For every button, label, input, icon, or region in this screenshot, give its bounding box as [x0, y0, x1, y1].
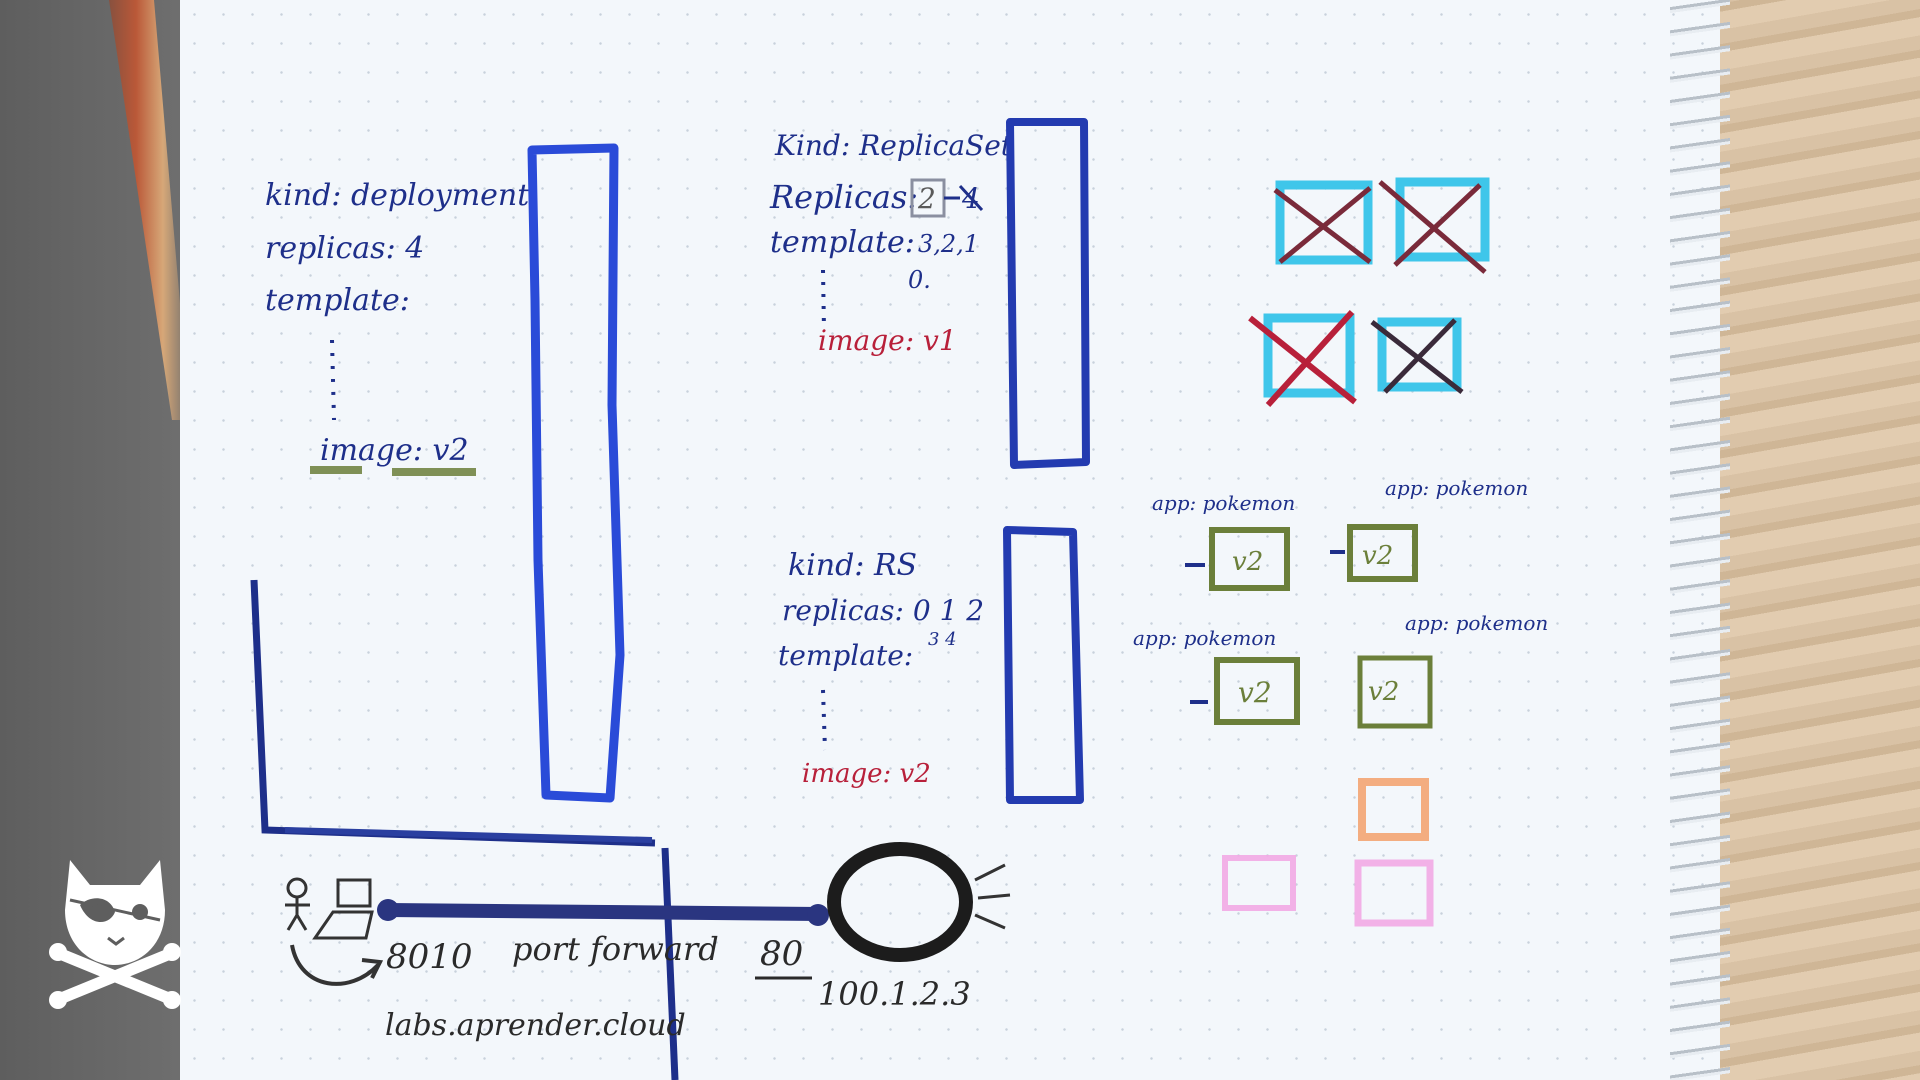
pod-cross — [1273, 186, 1372, 264]
cluster-bracket — [250, 579, 656, 847]
cluster-bracket-inner — [284, 827, 653, 843]
terminated-pod — [1377, 317, 1462, 392]
port-forward-line — [387, 903, 821, 921]
pod-version: v2 — [1368, 677, 1399, 707]
pod-label: app: pokemon — [1152, 491, 1295, 515]
deployment-image: image: v2 — [320, 433, 469, 468]
port-forward-end — [807, 904, 829, 926]
pod-pending-pink — [1222, 855, 1296, 911]
port-forward-start — [377, 899, 399, 921]
replicaset1-countdown-a: 3,2,1 — [918, 230, 979, 258]
person-icon — [285, 877, 310, 931]
replicaset1-countdown-b: 0. — [908, 266, 931, 294]
pod-v2 — [1357, 655, 1433, 729]
terminated-pod — [1275, 180, 1373, 265]
port-forward-label: port forward — [512, 930, 719, 968]
pod-cross — [1378, 180, 1487, 274]
deployment-replicas: replicas: 4 — [265, 231, 424, 266]
pod-v2 — [1209, 527, 1290, 591]
cluster-divider — [661, 847, 679, 1080]
pod-v2 — [1347, 524, 1418, 582]
replicaset1-strike — [958, 184, 984, 212]
curved-arrow — [290, 944, 380, 986]
pod-v2 — [1214, 657, 1300, 725]
deployment-ellipsis — [330, 339, 336, 421]
notebook-spiral — [1670, 0, 1730, 1080]
replicaset2-box — [1003, 526, 1084, 804]
local-port: 8010 — [386, 937, 473, 977]
pod-label: app: pokemon — [1385, 476, 1528, 500]
pod-version: v2 — [1362, 541, 1393, 571]
replicaset2-image: image: v2 — [802, 759, 931, 789]
replicaset2-template: template: — [778, 639, 913, 672]
terminated-pods — [1248, 177, 1490, 408]
deployment-kind: kind: deployment — [265, 178, 530, 213]
replicaset1-image: image: v1 — [818, 324, 957, 357]
pod-pending-orange — [1358, 778, 1429, 841]
pod-cross — [1370, 318, 1464, 394]
lab-host: labs.aprender.cloud — [385, 1008, 686, 1043]
replicaset1-template: template: — [770, 225, 915, 260]
replicaset1-replicas-value: 2 — [917, 182, 936, 215]
service-ip: 100.1.2.3 — [818, 975, 971, 1013]
replicaset1-ellipsis — [821, 269, 826, 331]
replicaset1-box — [1006, 118, 1090, 469]
curved-arrow-head — [361, 958, 384, 979]
pod-label: app: pokemon — [1405, 611, 1548, 635]
deployment-box — [527, 143, 625, 803]
replicaset2-replicas: replicas: 0 1 2 — [782, 594, 984, 627]
replicaset2-kind: kind: RS — [788, 548, 917, 583]
replicaset1-replicas-label: Replicas: — [769, 178, 918, 216]
pod-version: v2 — [1232, 547, 1263, 577]
service-ellipse — [827, 842, 973, 962]
terminated-pod — [1395, 177, 1490, 262]
replicaset1-kind: Kind: ReplicaSet — [774, 129, 1013, 162]
pirate-cat-logo-icon — [49, 860, 181, 1009]
remote-port: 80 — [760, 934, 803, 974]
terminated-pod — [1263, 313, 1355, 398]
deployment-template: template: — [265, 283, 410, 318]
pod-cross — [1248, 309, 1357, 408]
pod-pending-pink — [1354, 859, 1434, 927]
laptop-icon — [312, 878, 374, 940]
replicaset2-replicas-extra: 3 4 — [928, 629, 957, 650]
pod-version: v2 — [1238, 676, 1272, 709]
pod-label: app: pokemon — [1133, 626, 1276, 650]
service-rays — [974, 863, 1011, 930]
replicaset2-ellipsis — [821, 689, 827, 751]
